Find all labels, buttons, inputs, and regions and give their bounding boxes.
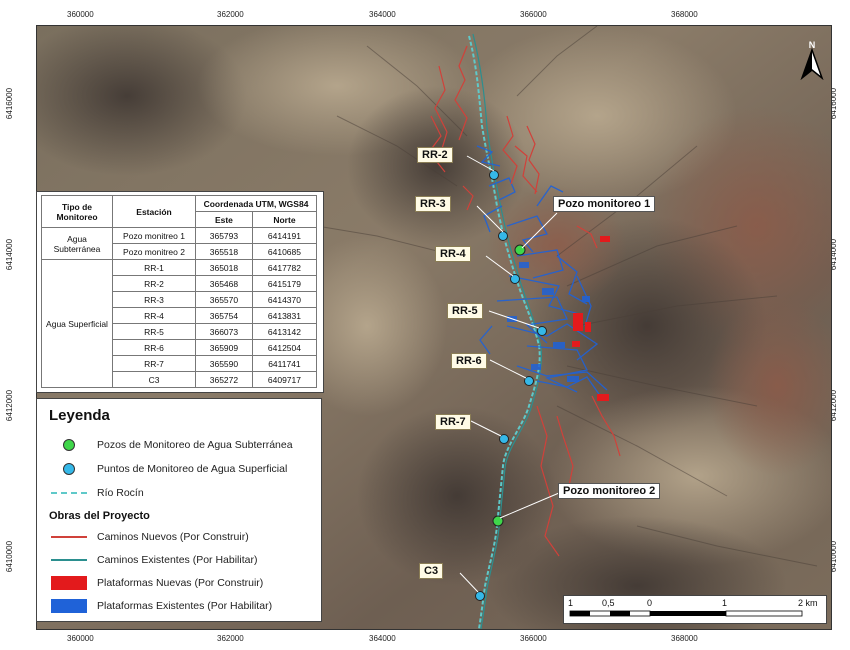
callout-rr2[interactable]: RR-2 — [417, 147, 453, 163]
header-coord: Coordenada UTM, WGS84 — [195, 195, 317, 212]
callout-pozo-monitoreo-1[interactable]: Pozo monitoreo 1 — [553, 196, 656, 212]
group-subterranea: Agua Subterránea — [41, 227, 113, 260]
table-cell: 365272 — [195, 371, 253, 388]
table-cell: 365793 — [195, 227, 253, 244]
table-cell: Pozo monitreo 1 — [112, 227, 196, 244]
north-arrow-icon: N — [800, 40, 824, 80]
table-cell: 6409717 — [251, 371, 318, 388]
surface-point-marker-icon — [49, 461, 89, 477]
scale-bar-graphic — [569, 610, 803, 617]
legend-panel: Leyenda Pozos de Monitoreo de Agua Subte… — [36, 398, 322, 622]
table-cell: RR-4 — [112, 307, 196, 324]
callout-c3[interactable]: C3 — [419, 563, 444, 579]
table-cell: 6414191 — [251, 227, 318, 244]
header-norte: Norte — [251, 211, 318, 228]
left-tick-6410000: 6410000 — [5, 540, 15, 573]
table-cell: 366073 — [195, 323, 253, 340]
table-cell: 6412504 — [251, 339, 318, 356]
top-tick-360000: 360000 — [67, 10, 94, 19]
bottom-tick-360000: 360000 — [67, 634, 94, 643]
legend-subtitle-obras: Obras del Proyecto — [49, 510, 150, 522]
legend-label: Caminos Nuevos (Por Construir) — [97, 531, 249, 543]
well-marker-icon — [49, 437, 89, 453]
table-cell: 365018 — [195, 259, 253, 276]
new-platform-fill-icon — [49, 575, 89, 591]
group-superficial: Agua Superficial — [41, 259, 113, 388]
top-tick-362000: 362000 — [217, 10, 244, 19]
legend-item-caminos-nuevos: Caminos Nuevos (Por Construir) — [49, 529, 249, 545]
legend-label: Caminos Existentes (Por Habilitar) — [97, 554, 258, 566]
scale-label: 0 — [647, 598, 653, 608]
legend-title: Leyenda — [49, 407, 110, 424]
header-estacion: Estación — [112, 195, 196, 228]
legend-label: Pozos de Monitoreo de Agua Subterránea — [97, 439, 293, 451]
bottom-tick-362000: 362000 — [217, 634, 244, 643]
legend-item-plataformas-existentes: Plataformas Existentes (Por Habilitar) — [49, 598, 272, 614]
table-cell: RR-1 — [112, 259, 196, 276]
table-cell: 365518 — [195, 243, 253, 260]
legend-item-puntos: Puntos de Monitoreo de Agua Superficial — [49, 461, 287, 477]
header-tipo: Tipo de Monitoreo — [41, 195, 113, 228]
left-tick-6416000: 6416000 — [5, 87, 15, 120]
scale-bar: 1 0,5 0 1 2 km — [563, 595, 827, 624]
station-table: Tipo de Monitoreo Estación Coordenada UT… — [41, 195, 318, 388]
table-cell: Pozo monitreo 2 — [112, 243, 196, 260]
table-cell: 365590 — [195, 355, 253, 372]
table-cell: 6410685 — [251, 243, 318, 260]
scale-label: 1 — [722, 598, 728, 608]
new-road-line-icon — [49, 529, 89, 545]
callout-rr3[interactable]: RR-3 — [415, 196, 451, 212]
legend-label: Río Rocín — [97, 487, 144, 499]
legend-item-caminos-existentes: Caminos Existentes (Por Habilitar) — [49, 552, 257, 568]
legend-label: Puntos de Monitoreo de Agua Superficial — [97, 463, 288, 475]
callout-rr5[interactable]: RR-5 — [447, 303, 483, 319]
table-cell: RR-6 — [112, 339, 196, 356]
table-cell: 6413142 — [251, 323, 318, 340]
table-cell: 365909 — [195, 339, 253, 356]
header-este: Este — [195, 211, 253, 228]
table-cell: 365570 — [195, 291, 253, 308]
table-cell: 6411741 — [251, 355, 318, 372]
legend-label: Plataformas Existentes (Por Habilitar) — [97, 600, 273, 612]
table-cell: RR-3 — [112, 291, 196, 308]
callout-rr6[interactable]: RR-6 — [451, 353, 487, 369]
existing-platform-fill-icon — [49, 598, 89, 614]
top-tick-364000: 364000 — [369, 10, 396, 19]
station-table-panel: Tipo de Monitoreo Estación Coordenada UT… — [36, 191, 324, 393]
left-tick-6412000: 6412000 — [5, 389, 15, 422]
table-cell: 6415179 — [251, 275, 318, 292]
top-tick-366000: 366000 — [520, 10, 547, 19]
legend-item-plataformas-nuevas: Plataformas Nuevas (Por Construir) — [49, 575, 263, 591]
existing-road-line-icon — [49, 552, 89, 568]
callout-rr7[interactable]: RR-7 — [435, 414, 471, 430]
callout-rr4[interactable]: RR-4 — [435, 246, 471, 262]
table-cell: 6417782 — [251, 259, 318, 276]
left-tick-6414000: 6414000 — [5, 238, 15, 271]
legend-item-rio: Río Rocín — [49, 485, 144, 501]
table-cell: C3 — [112, 371, 196, 388]
legend-item-pozos: Pozos de Monitoreo de Agua Subterránea — [49, 437, 293, 453]
table-cell: 6414370 — [251, 291, 318, 308]
callout-pozo-monitoreo-2[interactable]: Pozo monitoreo 2 — [558, 483, 661, 499]
bottom-tick-366000: 366000 — [520, 634, 547, 643]
bottom-tick-368000: 368000 — [671, 634, 698, 643]
table-cell: RR-7 — [112, 355, 196, 372]
river-line-icon — [49, 485, 89, 501]
scale-label: 2 km — [798, 598, 818, 608]
surface-points — [475, 170, 547, 601]
table-cell: RR-5 — [112, 323, 196, 340]
north-label: N — [809, 40, 816, 50]
groundwater-wells — [492, 244, 526, 527]
scale-label: 1 — [568, 598, 574, 608]
legend-label: Plataformas Nuevas (Por Construir) — [97, 577, 264, 589]
top-tick-368000: 368000 — [671, 10, 698, 19]
table-cell: 6413831 — [251, 307, 318, 324]
table-cell: 365754 — [195, 307, 253, 324]
bottom-tick-364000: 364000 — [369, 634, 396, 643]
table-cell: 365468 — [195, 275, 253, 292]
scale-label: 0,5 — [602, 598, 615, 608]
table-cell: RR-2 — [112, 275, 196, 292]
